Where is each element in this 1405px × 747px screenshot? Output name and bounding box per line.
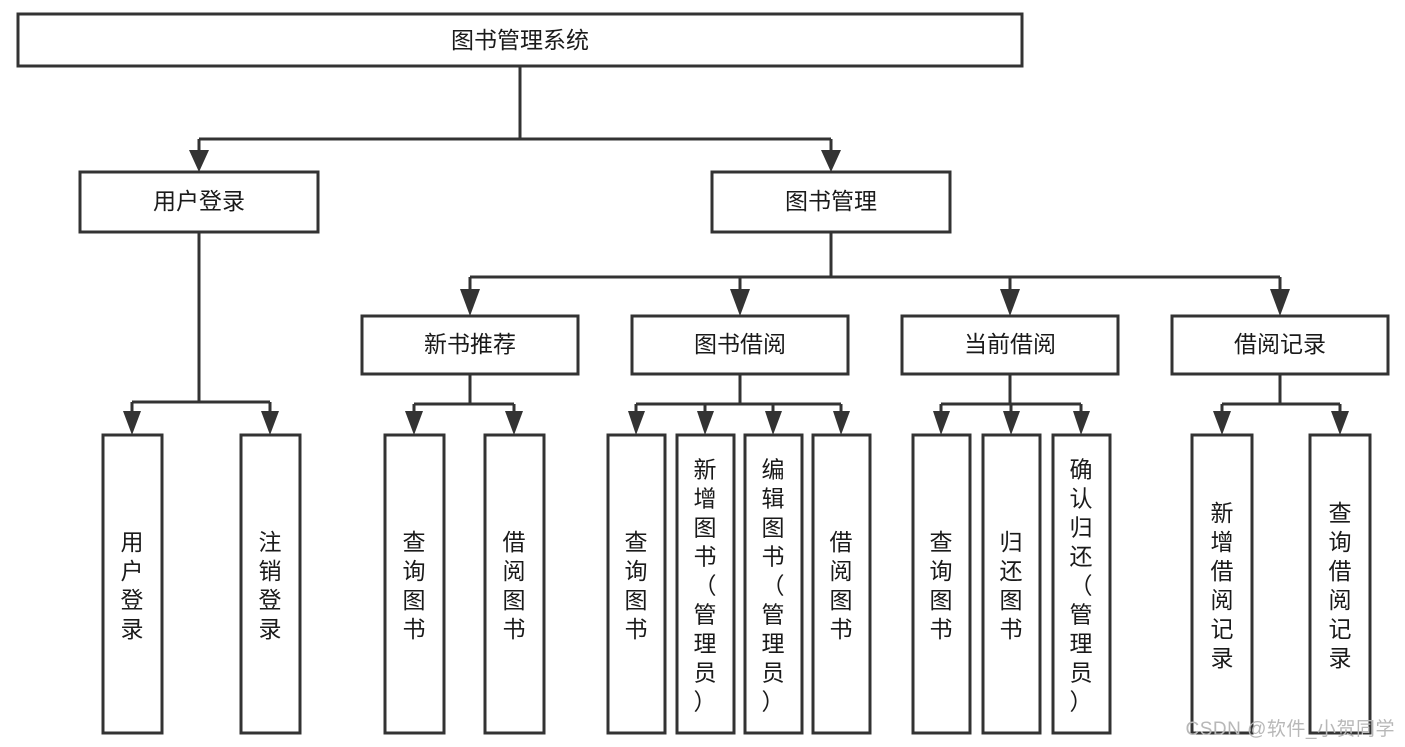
node-leaf-edit-book-label: 编辑图书（管理员） <box>762 456 785 714</box>
node-leaf-confirm-return-label: 确认归还（管理员） <box>1070 456 1093 714</box>
node-leaf-edit-book-box[interactable] <box>743 433 804 735</box>
arrow-head-leaf-query-record <box>1331 411 1349 435</box>
arrow-head-leaf-query-book-2 <box>628 411 645 435</box>
node-borrow-record-label: 借阅记录 <box>1234 331 1326 357</box>
node-borrow-record[interactable]: 借阅记录 <box>1170 314 1390 376</box>
node-leaf-add-record-label: 新增借阅记录 <box>1211 500 1234 671</box>
node-leaf-query-book-2-label: 查询图书 <box>625 529 648 642</box>
node-leaf-confirm-return[interactable]: 确认归还（管理员） <box>1051 433 1112 735</box>
node-leaf-query-book-2[interactable]: 查询图书 <box>606 433 667 735</box>
node-current-borrow-box[interactable] <box>900 314 1120 376</box>
node-leaf-query-book-2-box[interactable] <box>606 433 667 735</box>
node-leaf-return-book-box[interactable] <box>981 433 1042 735</box>
node-root[interactable]: 图书管理系统 <box>16 12 1024 68</box>
node-leaf-query-record-label: 查询借阅记录 <box>1329 500 1352 671</box>
node-borrow-record-box[interactable] <box>1170 314 1390 376</box>
arrow-head-new-book-recommend <box>460 289 480 316</box>
arrow-head-book-manage <box>821 150 841 172</box>
node-user-login-box[interactable] <box>78 170 320 234</box>
arrow-head-leaf-borrow-book-2 <box>833 411 850 435</box>
node-new-book-recommend-box[interactable] <box>360 314 580 376</box>
node-user-login[interactable]: 用户登录 <box>78 170 320 234</box>
connectors-layer <box>123 66 1349 435</box>
arrow-head-current-borrow <box>1000 289 1020 316</box>
node-current-borrow-label: 当前借阅 <box>964 331 1056 357</box>
node-leaf-edit-book[interactable]: 编辑图书（管理员） <box>743 433 804 735</box>
arrow-head-leaf-add-book <box>697 411 714 435</box>
node-leaf-query-book-3-box[interactable] <box>911 433 972 735</box>
node-leaf-borrow-book-1[interactable]: 借阅图书 <box>483 433 546 735</box>
csdn-watermark: CSDN @软件_小贺同学 <box>1185 719 1395 740</box>
node-leaf-borrow-book-2-box[interactable] <box>811 433 872 735</box>
node-leaf-add-book-box[interactable] <box>675 433 736 735</box>
node-leaf-query-book-1[interactable]: 查询图书 <box>383 433 446 735</box>
node-leaf-add-book[interactable]: 新增图书（管理员） <box>675 433 736 735</box>
arrow-head-borrow-record <box>1270 289 1290 316</box>
arrow-head-leaf-query-book-3 <box>933 411 950 435</box>
node-leaf-query-record-box[interactable] <box>1308 433 1372 735</box>
node-leaf-return-book-label: 归还图书 <box>1000 529 1023 642</box>
node-book-borrow[interactable]: 图书借阅 <box>630 314 850 376</box>
arrow-head-leaf-return-book <box>1003 411 1020 435</box>
node-root-label: 图书管理系统 <box>451 27 589 53</box>
node-book-manage-box[interactable] <box>710 170 952 234</box>
node-leaf-add-book-label: 新增图书（管理员） <box>694 456 717 714</box>
node-book-manage[interactable]: 图书管理 <box>710 170 952 234</box>
arrow-head-leaf-edit-book <box>765 411 782 435</box>
node-leaf-add-record-box[interactable] <box>1190 433 1254 735</box>
arrow-head-book-borrow <box>730 289 750 316</box>
node-new-book-recommend[interactable]: 新书推荐 <box>360 314 580 376</box>
node-leaf-user-login[interactable]: 用户登录 <box>101 433 164 735</box>
arrow-head-user-login <box>189 150 209 172</box>
node-leaf-query-book-1-box[interactable] <box>383 433 446 735</box>
node-book-borrow-box[interactable] <box>630 314 850 376</box>
node-book-borrow-label: 图书借阅 <box>694 331 786 357</box>
node-leaf-borrow-book-2[interactable]: 借阅图书 <box>811 433 872 735</box>
node-leaf-return-book[interactable]: 归还图书 <box>981 433 1042 735</box>
arrow-head-leaf-borrow-book-1 <box>505 411 523 435</box>
node-leaf-borrow-book-2-label: 借阅图书 <box>830 529 853 642</box>
node-user-login-label: 用户登录 <box>153 188 245 214</box>
arrow-head-leaf-user-logout <box>261 411 279 435</box>
node-leaf-add-record[interactable]: 新增借阅记录 <box>1190 433 1254 735</box>
node-leaf-user-logout-label: 注销登录 <box>259 529 282 642</box>
node-root-box[interactable] <box>16 12 1024 68</box>
node-leaf-user-login-box[interactable] <box>101 433 164 735</box>
node-book-manage-label: 图书管理 <box>785 188 877 214</box>
arrow-head-leaf-confirm-return <box>1073 411 1090 435</box>
node-leaf-user-logout-box[interactable] <box>239 433 302 735</box>
node-current-borrow[interactable]: 当前借阅 <box>900 314 1120 376</box>
node-leaf-borrow-book-1-box[interactable] <box>483 433 546 735</box>
arrow-head-leaf-query-book-1 <box>405 411 423 435</box>
node-leaf-user-login-label: 用户登录 <box>121 529 144 642</box>
node-leaf-user-logout[interactable]: 注销登录 <box>239 433 302 735</box>
node-new-book-recommend-label: 新书推荐 <box>424 331 516 357</box>
arrow-head-leaf-add-record <box>1213 411 1231 435</box>
node-leaf-query-book-1-label: 查询图书 <box>403 529 426 642</box>
node-leaf-query-book-3[interactable]: 查询图书 <box>911 433 972 735</box>
arrow-head-leaf-user-login <box>123 411 141 435</box>
node-leaf-query-book-3-label: 查询图书 <box>930 529 953 642</box>
node-leaf-query-record[interactable]: 查询借阅记录 <box>1308 433 1372 735</box>
node-leaf-confirm-return-box[interactable] <box>1051 433 1112 735</box>
node-leaf-borrow-book-1-label: 借阅图书 <box>503 529 526 642</box>
